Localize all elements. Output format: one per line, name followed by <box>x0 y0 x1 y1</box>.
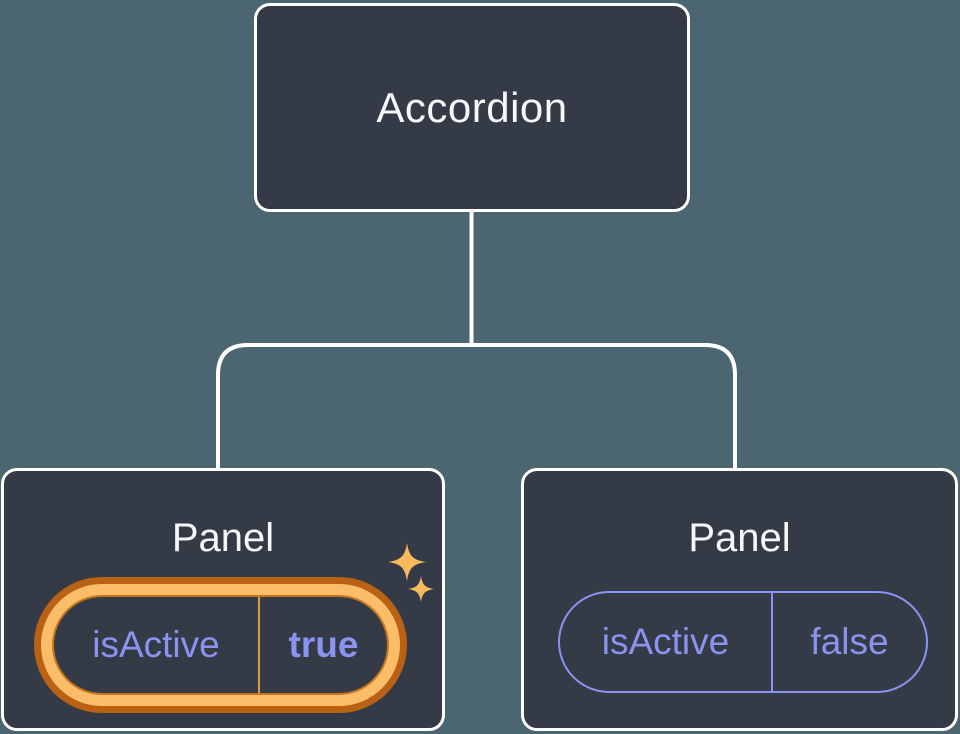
state-prop-name: isActive <box>92 624 220 665</box>
state-pill-highlight-ring-inner: isActive true <box>41 584 400 706</box>
panel-label: Panel <box>171 516 275 560</box>
state-pill-divider <box>771 593 773 691</box>
panel-node-active: Panel isActive true <box>1 468 445 731</box>
root-component-label: Accordion <box>376 83 568 131</box>
state-pill-highlight-ring: isActive true <box>34 577 407 713</box>
state-prop-value: false <box>810 621 889 662</box>
state-prop-name: isActive <box>601 621 730 662</box>
state-prop-value: true <box>288 624 359 665</box>
sparkle-icon <box>388 543 426 581</box>
state-pill-active: isActive true <box>52 595 389 695</box>
sparkle-icon <box>408 576 434 602</box>
state-pill-divider <box>258 597 260 693</box>
panel-label: Panel <box>688 516 791 560</box>
panel-node-inactive: Panel isActive false <box>521 468 958 731</box>
state-pill-inactive: isActive false <box>558 591 928 693</box>
root-component-node: Accordion <box>254 3 690 212</box>
